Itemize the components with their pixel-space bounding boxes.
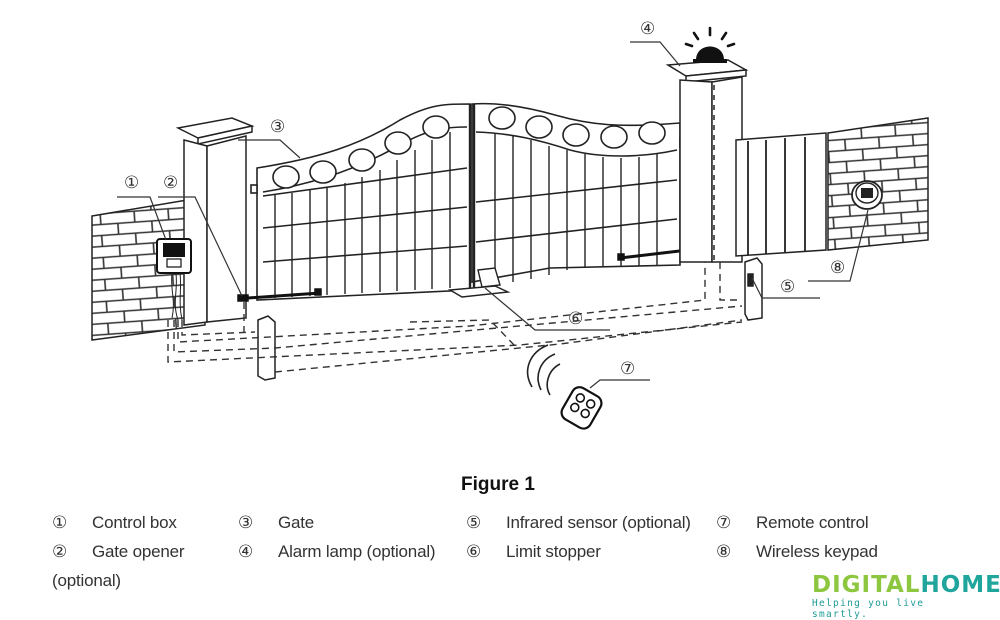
remote-control bbox=[526, 344, 603, 430]
right-fence-panel bbox=[735, 132, 827, 257]
legend-label: Infrared sensor (optional) bbox=[506, 513, 691, 532]
callout-labels: ① ② ③ ④ ⑤ ⑥ ⑦ ⑧ bbox=[124, 19, 845, 379]
legend-item: ⑦ Remote control bbox=[716, 508, 869, 538]
right-brick-wall bbox=[827, 117, 929, 251]
legend-wrap-text: (optional) bbox=[52, 571, 121, 590]
left-brick-wall bbox=[91, 196, 206, 341]
legend-number: ⑧ bbox=[716, 542, 732, 562]
legend-item: ⑥ Limit stopper bbox=[466, 537, 601, 567]
limit-stopper bbox=[447, 267, 511, 298]
legend-label: Control box bbox=[92, 513, 177, 532]
legend-number: ① bbox=[52, 513, 68, 533]
legend-item: ② Gate opener bbox=[52, 537, 185, 567]
legend-item: ④ Alarm lamp (optional) bbox=[238, 537, 436, 567]
right-pillar bbox=[665, 59, 749, 263]
callout-leaders bbox=[117, 41, 869, 389]
brand-tagline: Helping you live smartly. bbox=[812, 598, 925, 620]
callout-2: ② bbox=[163, 173, 178, 193]
legend-number: ⑦ bbox=[716, 513, 732, 533]
callout-6: ⑥ bbox=[568, 309, 583, 329]
wiring bbox=[167, 262, 743, 373]
legend-number: ④ bbox=[238, 542, 254, 562]
infrared-sensor-right bbox=[744, 257, 763, 321]
gate-opener-left bbox=[237, 288, 322, 302]
legend-label: Wireless keypad bbox=[756, 542, 878, 561]
gate bbox=[250, 102, 687, 301]
alarm-lamp bbox=[684, 26, 736, 63]
left-pillar bbox=[175, 117, 255, 326]
callout-3: ③ bbox=[270, 117, 285, 137]
brand-logo: DIGITALHOME Helping you live smartly. bbox=[812, 572, 1000, 620]
signal-waves-icon bbox=[526, 344, 561, 396]
legend-item: ⑧ Wireless keypad bbox=[716, 537, 878, 567]
legend-number: ⑥ bbox=[466, 542, 482, 562]
legend-item: ③ Gate bbox=[238, 508, 314, 538]
legend-label: Alarm lamp (optional) bbox=[278, 542, 436, 561]
legend-item: ⑤ Infrared sensor (optional) bbox=[466, 508, 691, 538]
control-box bbox=[156, 238, 192, 321]
brand-wordmark: DIGITALHOME bbox=[812, 572, 1000, 598]
wireless-keypad bbox=[851, 180, 883, 210]
legend-item: ① Control box bbox=[52, 508, 177, 538]
callout-5: ⑤ bbox=[780, 277, 795, 297]
legend-number: ② bbox=[52, 542, 68, 562]
figure-caption: Figure 1 bbox=[461, 474, 535, 495]
callout-1: ① bbox=[124, 173, 139, 193]
legend-label: Gate bbox=[278, 513, 315, 532]
legend-label: Remote control bbox=[756, 513, 869, 532]
legend-number: ③ bbox=[238, 513, 254, 533]
callout-7: ⑦ bbox=[620, 359, 635, 379]
legend-number: ⑤ bbox=[466, 513, 482, 533]
callout-8: ⑧ bbox=[830, 258, 845, 278]
legend-label: Limit stopper bbox=[506, 542, 601, 561]
gate-system-diagram: ① ② ③ ④ ⑤ ⑥ ⑦ ⑧ bbox=[91, 19, 929, 430]
callout-4: ④ bbox=[640, 19, 655, 39]
legend-label: Gate opener bbox=[92, 542, 185, 561]
